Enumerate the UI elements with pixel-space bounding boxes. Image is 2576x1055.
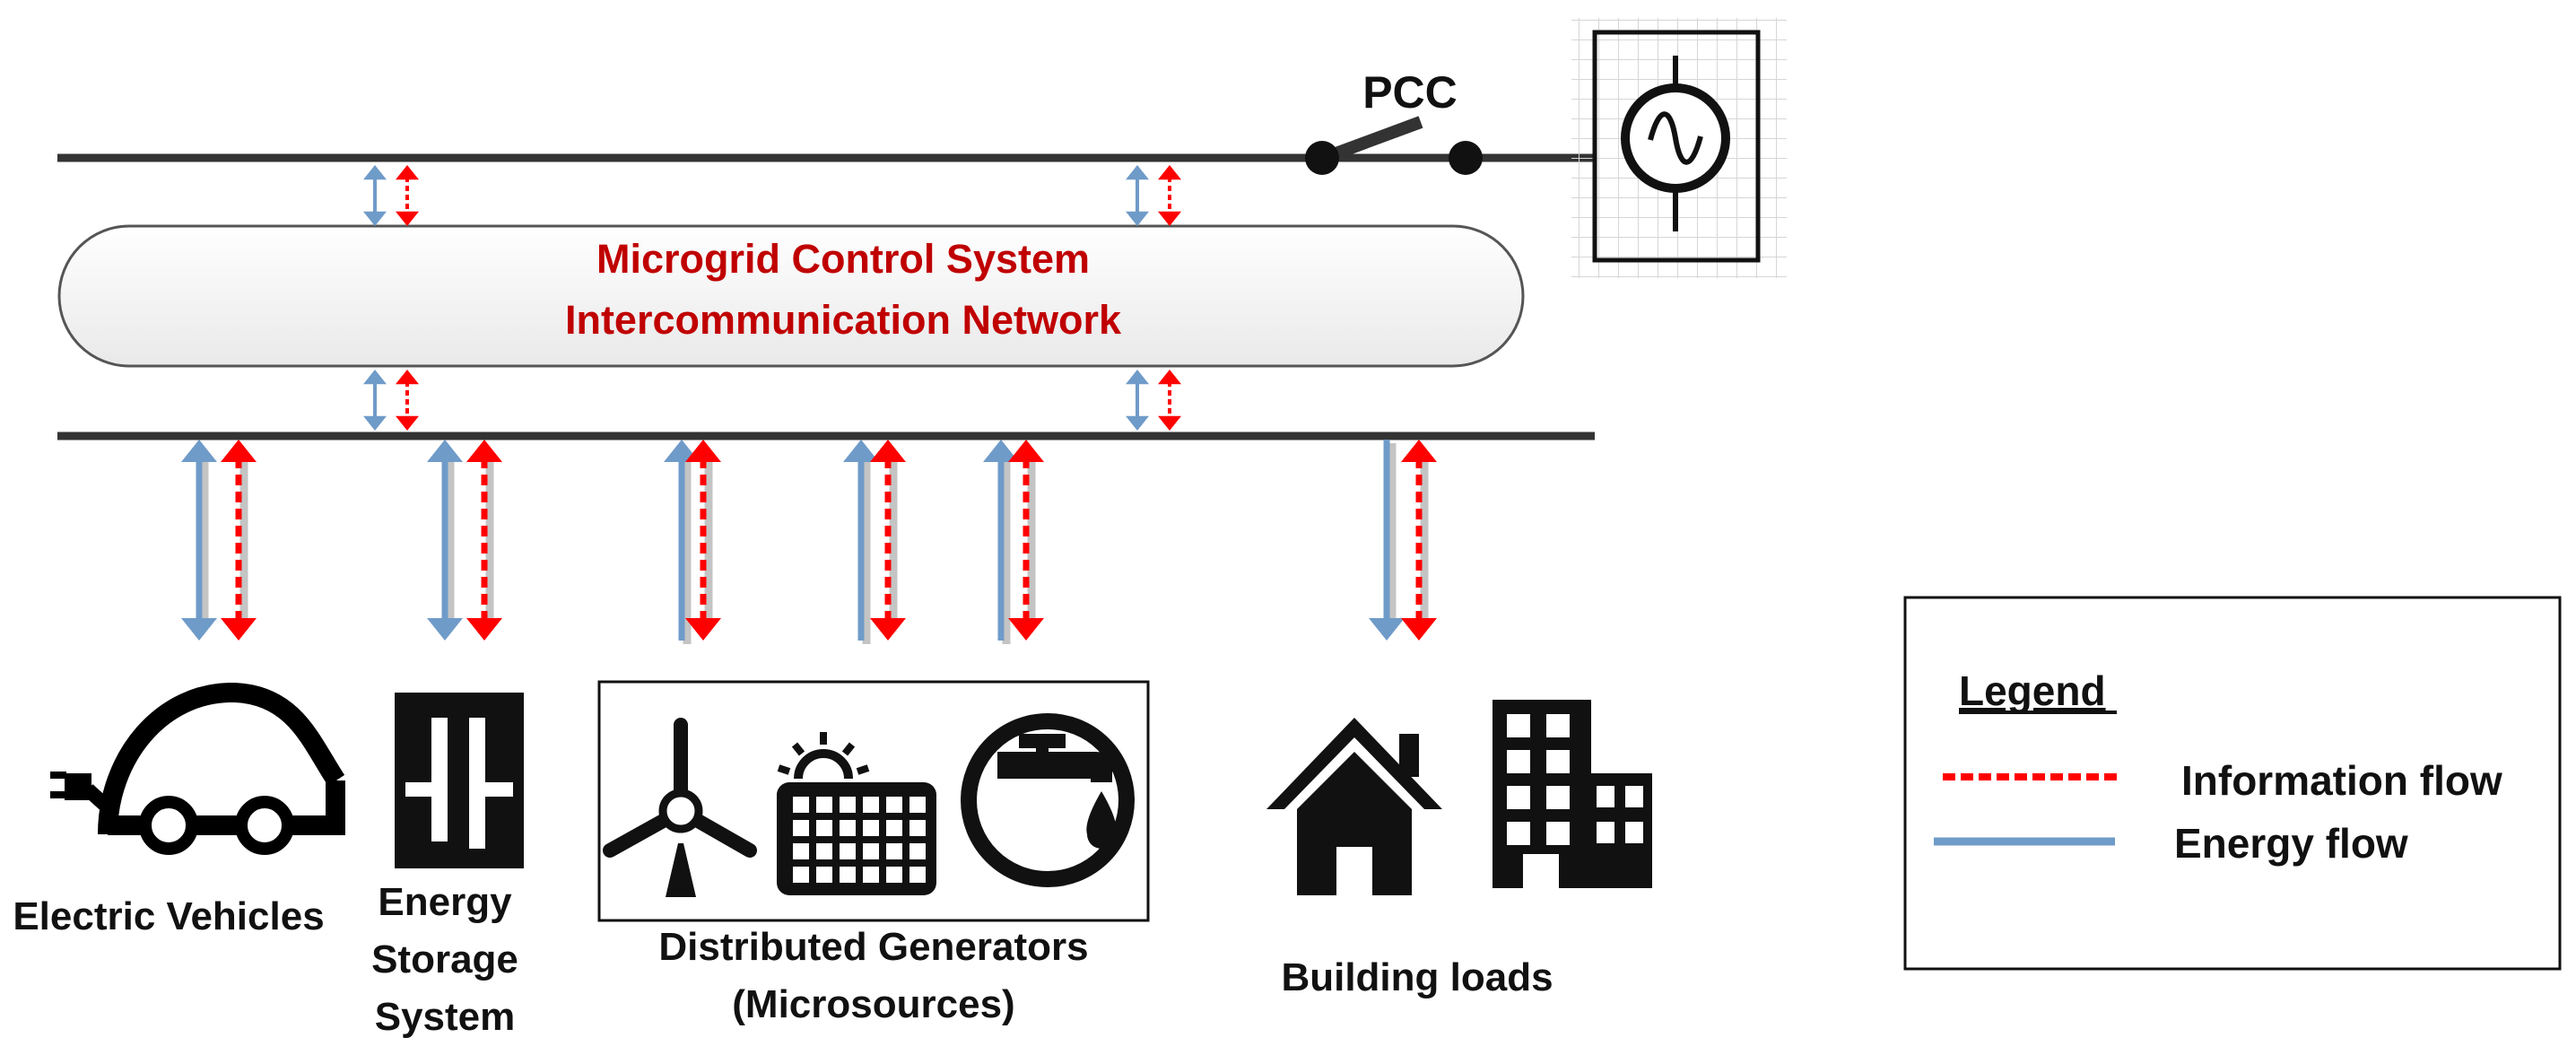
- energy-link-arrow: [1126, 165, 1149, 226]
- generators-box: [597, 680, 1150, 922]
- control-system-network: [57, 224, 1525, 368]
- energy-flow-arrow: [181, 440, 217, 641]
- legend-title: Legend: [1959, 667, 2106, 714]
- generators-label-line2: (Microsources): [732, 982, 1014, 1026]
- storage-label-line1: Energy: [378, 880, 512, 924]
- device-link-arrows: [181, 440, 1437, 644]
- network-link-arrows: [363, 165, 1181, 431]
- wind-turbine-icon: [603, 718, 757, 897]
- energy-flow-arrow: [1369, 440, 1405, 641]
- legend: Legend Information flow Energy flow: [1903, 596, 2562, 971]
- office-building-icon: [1493, 700, 1652, 888]
- water-tap-icon: [961, 713, 1135, 887]
- energy-link-arrow: [1126, 370, 1149, 431]
- house-icon: [1266, 718, 1442, 895]
- energy-flow-arrow: [427, 440, 463, 641]
- ev-label: Electric Vehicles: [13, 894, 324, 938]
- information-link-arrow: [1158, 370, 1181, 431]
- energy-flow-arrow: [664, 440, 700, 644]
- pcc-label: PCC: [1362, 67, 1458, 118]
- information-flow-arrow: [870, 440, 906, 641]
- energy-link-arrow: [363, 370, 387, 431]
- legend-information-flow-label: Information flow: [2181, 757, 2502, 804]
- storage-label-line2: Storage: [371, 937, 518, 981]
- control-system-title: Microgrid Control System: [596, 236, 1090, 282]
- information-flow-arrow: [1401, 440, 1437, 641]
- legend-energy-flow-label: Energy flow: [2174, 820, 2408, 867]
- information-flow-arrow: [1008, 440, 1044, 641]
- storage-label-line3: System: [375, 995, 516, 1039]
- legend-box: [1903, 596, 2562, 971]
- information-link-arrow: [396, 165, 419, 226]
- solar-panel-icon: [777, 732, 936, 895]
- electric-car-plug-icon: [50, 682, 345, 855]
- control-system-subtitle: Intercommunication Network: [565, 297, 1122, 343]
- information-flow-arrow: [466, 440, 502, 641]
- generators-label-line1: Distributed Generators: [658, 925, 1088, 969]
- information-link-arrow: [396, 370, 419, 431]
- battery-icon: [395, 693, 524, 868]
- information-flow-arrow: [221, 440, 257, 641]
- energy-link-arrow: [363, 165, 387, 226]
- utility-grid-source: [1571, 18, 1787, 278]
- pcc-switch: [1305, 116, 1483, 175]
- energy-flow-arrow: [983, 440, 1019, 644]
- loads-label: Building loads: [1281, 955, 1553, 999]
- information-flow-arrow: [685, 440, 721, 641]
- information-link-arrow: [1158, 165, 1181, 226]
- energy-flow-arrow: [843, 440, 879, 644]
